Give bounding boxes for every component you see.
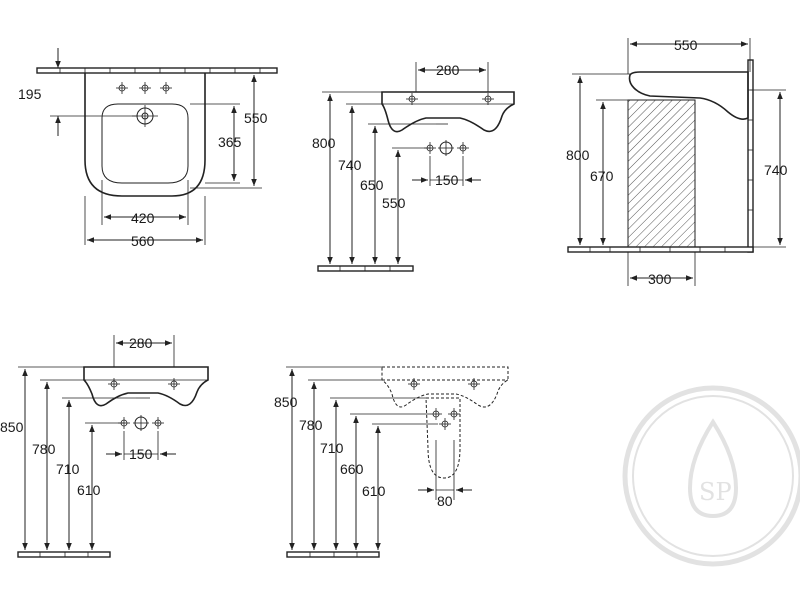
dimension-610: 610: [362, 423, 438, 550]
dimension-850: 850: [0, 366, 84, 550]
dimension-610: 610: [77, 422, 124, 550]
dim-710-label: 710: [56, 461, 80, 477]
dimension-280: 280: [113, 335, 175, 367]
side-view-800: 280 800 740 650 550: [312, 62, 515, 272]
dim-800-label: 800: [566, 147, 590, 163]
dim-710-label: 710: [320, 440, 344, 456]
watermark-logo: SP: [622, 385, 800, 567]
dim-850-label: 850: [274, 394, 298, 410]
dim-280-label: 280: [436, 62, 460, 78]
dim-670-label: 670: [590, 168, 614, 184]
tap-hole-icon: [115, 81, 173, 95]
dimension-850: 850: [274, 366, 382, 550]
basin-outline: [84, 73, 206, 197]
pedestal-view-850: 850 780 710 660 610 80: [274, 366, 509, 558]
dim-740-label: 740: [338, 157, 362, 173]
dimension-550: 550: [382, 147, 430, 264]
dim-560-label: 560: [131, 233, 155, 249]
dim-610-label: 610: [77, 482, 101, 498]
dim-550-label: 550: [244, 110, 268, 126]
dimension-780: 780: [32, 379, 86, 550]
dimension-670: 670: [590, 99, 630, 245]
basin-section-outline: [628, 71, 749, 120]
dimension-150: 150: [106, 431, 176, 462]
dimension-780: 780: [299, 379, 384, 550]
dimension-740: 740: [750, 89, 788, 248]
floor-line: [286, 551, 380, 558]
supply-connection-icon: [423, 140, 470, 156]
tap-hole-icon: [405, 92, 495, 106]
basin-front-outline: [381, 91, 515, 133]
top-view: 195 550 365 420 560: [18, 48, 278, 249]
dimension-650: 650: [360, 123, 436, 264]
dimension-365: 365: [190, 103, 242, 184]
dimension-420: 420: [101, 180, 189, 226]
dim-150-label: 150: [129, 446, 153, 462]
dim-550-label: 550: [382, 195, 406, 211]
floor-line: [317, 265, 414, 272]
basin-dashed-outline: [381, 366, 509, 408]
dimension-740: 740: [338, 103, 384, 264]
wall-line: [36, 67, 278, 74]
floor-line: [567, 246, 754, 253]
dim-280-label: 280: [129, 335, 153, 351]
dim-850-label: 850: [0, 419, 24, 435]
dim-780-label: 780: [32, 441, 56, 457]
floor-line: [17, 551, 111, 558]
dimension-710: 710: [320, 397, 428, 550]
dimension-150: 150: [412, 156, 481, 188]
dim-300-label: 300: [648, 271, 672, 287]
dim-610-label: 610: [362, 483, 386, 499]
basin-front-outline: [83, 366, 209, 407]
side-view-850: 280 850 780 710 610: [0, 335, 209, 558]
dim-780-label: 780: [299, 417, 323, 433]
dimension-550: 550: [190, 72, 268, 189]
dimension-300: 300: [627, 252, 696, 287]
watermark-monogram: SP: [699, 478, 732, 506]
dimension-660: 660: [340, 413, 430, 550]
dimension-195: 195: [18, 48, 138, 136]
dim-365-label: 365: [218, 134, 242, 150]
dimension-550: 550: [627, 37, 751, 74]
dimension-280: 280: [415, 62, 489, 92]
supply-connection-icon: [117, 415, 165, 431]
dimension-800: 800: [312, 91, 382, 264]
dim-740-label: 740: [764, 162, 788, 178]
dimension-560: 560: [84, 196, 206, 249]
dim-80-label: 80: [437, 493, 453, 509]
dim-660-label: 660: [340, 461, 364, 477]
dim-150-label: 150: [435, 172, 459, 188]
pedestal-section: [627, 99, 696, 248]
dimension-710: 710: [56, 397, 136, 550]
dim-650-label: 650: [360, 177, 384, 193]
dim-800-label: 800: [312, 135, 336, 151]
dimension-800: 800: [566, 73, 630, 245]
dim-420-label: 420: [131, 210, 155, 226]
dim-550-label: 550: [674, 37, 698, 53]
dim-195-label: 195: [18, 86, 42, 102]
bowl-outline: [101, 103, 189, 184]
pedestal-dashed-outline: [425, 397, 461, 479]
trap-connection-icon: [429, 407, 461, 431]
section-view: 550 800 670 740 300: [566, 37, 788, 287]
dimension-80: 80: [418, 440, 472, 509]
